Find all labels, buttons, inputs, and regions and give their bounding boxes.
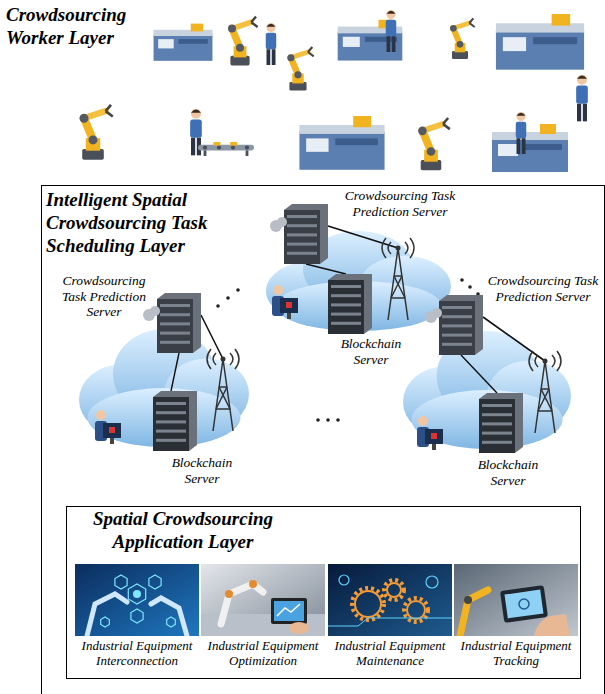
layer-heading: Intelligent Spatial Crowdsourcing Task S… (46, 189, 244, 257)
layer-heading: Crowdsourcing Worker Layer (6, 4, 156, 50)
worker-icon (516, 112, 527, 154)
layer-panel: Intelligent Spatial Crowdsourcing Task S… (41, 185, 605, 694)
layer-heading: Spatial Crowdsourcing Application Layer (69, 508, 297, 554)
conveyor-icon (198, 142, 254, 156)
application-item: Industrial Equipment Maintenance (328, 564, 452, 672)
worker-icon (386, 10, 397, 52)
machine-icon (154, 24, 213, 61)
layer-panel: Spatial Crowdsourcing Application LayerI… (66, 506, 581, 679)
application-photo (454, 564, 578, 636)
machine-icon (496, 14, 584, 70)
robot-arm-icon (418, 118, 450, 170)
server-label: Blockchain Server (326, 336, 416, 367)
application-item: Industrial Equipment Interconnection (75, 564, 199, 672)
machine-icon (299, 116, 384, 170)
server-label: Crowdsourcing Task Prediction Server (487, 273, 599, 304)
server-label: Blockchain Server (157, 455, 247, 486)
worker-icon (576, 75, 588, 122)
application-photo (328, 564, 452, 636)
cloud-server-cluster: Crowdsourcing Task Prediction ServerBloc… (399, 269, 604, 494)
server-label: Blockchain Server (463, 457, 553, 488)
worker-icon (266, 23, 277, 65)
server-label: Crowdsourcing Task Prediction Server (344, 188, 456, 219)
application-item: Industrial Equipment Tracking (454, 564, 578, 672)
application-caption: Industrial Equipment Maintenance (328, 639, 452, 669)
application-item: Industrial Equipment Optimization (201, 564, 325, 672)
cloud-server-cluster: Crowdsourcing Task Prediction ServerBloc… (53, 269, 253, 494)
server-label: Crowdsourcing Task Prediction Server (53, 273, 155, 320)
application-caption: Industrial Equipment Tracking (454, 639, 578, 669)
application-caption: Industrial Equipment Optimization (201, 639, 325, 669)
application-photo (75, 564, 199, 636)
cloud-server-cluster: Crowdsourcing Task Prediction ServerBloc… (256, 186, 461, 376)
robot-arm-icon (450, 18, 475, 59)
robot-arm-icon (80, 105, 113, 160)
application-photo (201, 564, 325, 636)
application-caption: Industrial Equipment Interconnection (75, 639, 199, 669)
machine-icon (492, 124, 568, 172)
robot-arm-icon (287, 47, 313, 91)
robot-arm-icon (228, 17, 258, 66)
